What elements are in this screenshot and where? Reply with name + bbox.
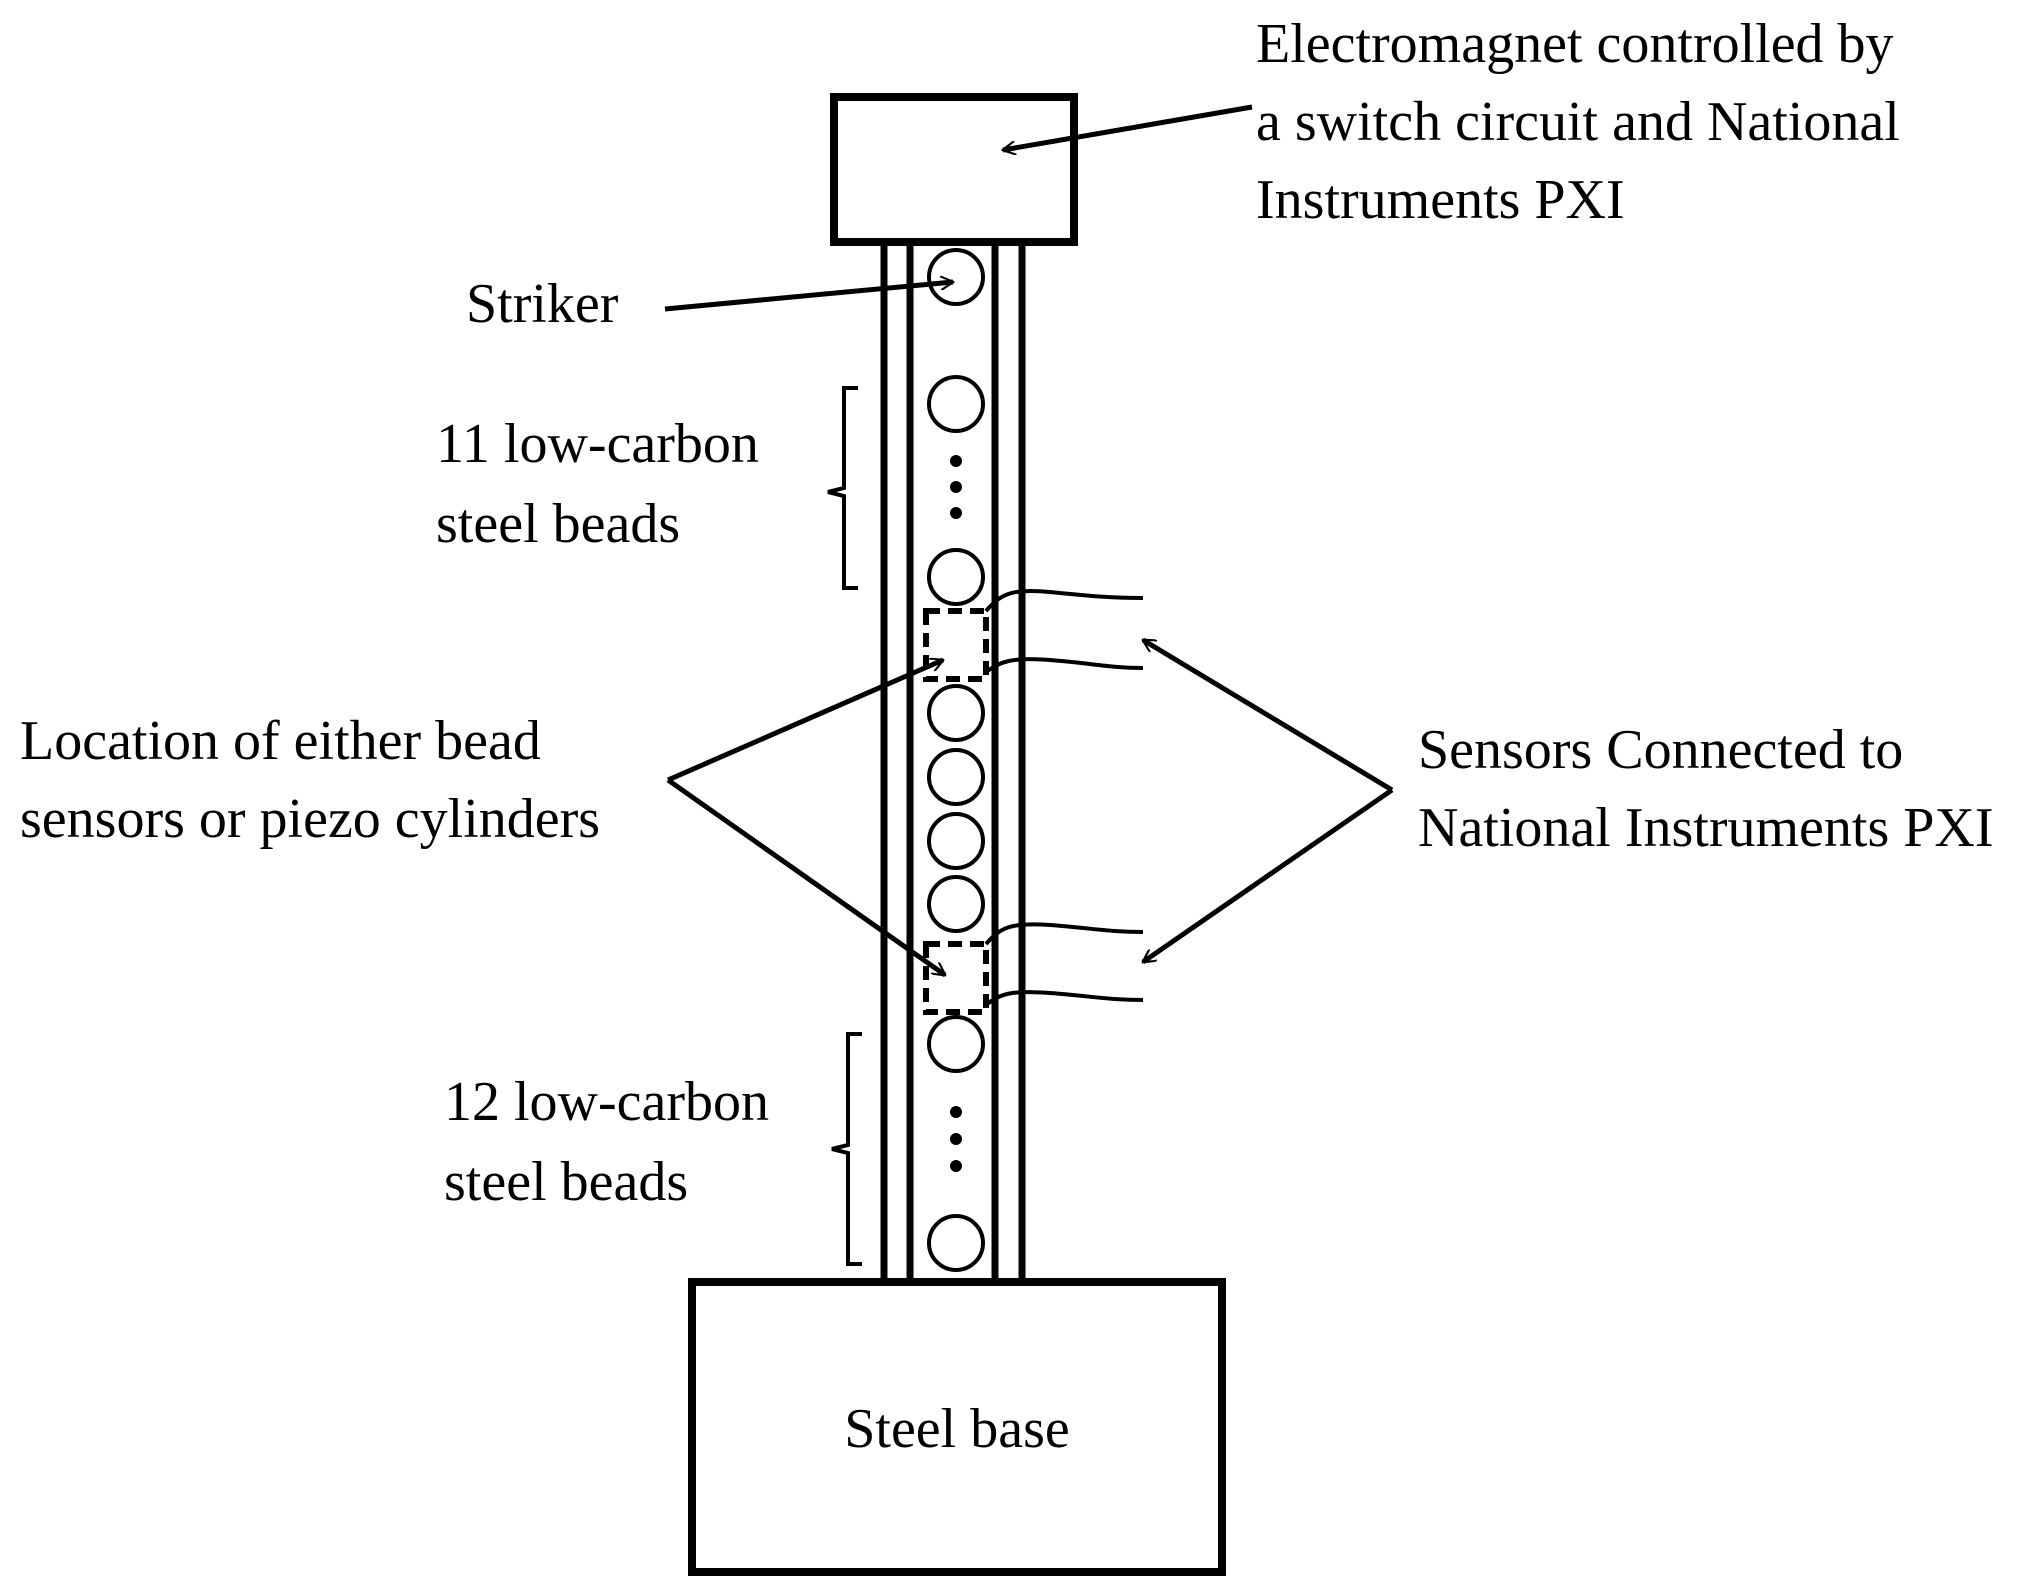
ellipsis-dot	[950, 1106, 962, 1118]
upper-beads-label-line-2: steel beads	[436, 493, 680, 555]
upper-beads-label: 11 low-carbon steel beads	[436, 413, 773, 555]
sensors-connected-arrow-lower	[1143, 787, 1394, 965]
sensor-wires	[984, 588, 1144, 1007]
electromagnet-label: Electromagnet controlled by a switch cir…	[1256, 13, 1914, 231]
electromagnet-label-line-1: Electromagnet controlled by	[1256, 13, 1894, 75]
lower-beads-label-line-2: steel beads	[444, 1151, 688, 1213]
steel-base-box	[688, 1278, 1226, 1576]
upper-bead-group	[927, 375, 985, 606]
ellipsis-dot	[950, 1160, 962, 1172]
lower-bead-brace	[831, 1032, 862, 1266]
annotation-arrows	[664, 104, 1394, 978]
bead	[927, 684, 985, 742]
bead	[927, 812, 985, 870]
bead	[927, 875, 985, 933]
lower-sensor-location	[923, 941, 989, 1015]
electromagnet-arrow	[1003, 104, 1253, 150]
bead	[927, 375, 985, 433]
sensor-location-label-line-2: sensors or piezo cylinders	[20, 788, 600, 850]
sensor-location-arrow-lower	[666, 777, 945, 978]
upper-bead-brace	[827, 386, 858, 590]
sensors-connected-arrow-upper	[1143, 637, 1394, 793]
guide-tube	[880, 244, 1026, 1278]
bead	[927, 748, 985, 806]
ellipsis-dot	[950, 1133, 962, 1145]
striker-bead	[927, 248, 985, 306]
ellipsis-dot	[950, 481, 962, 493]
sensor-location-label: Location of either bead sensors or piezo…	[20, 710, 600, 850]
electromagnet-box	[830, 93, 1078, 246]
upper-beads-label-line-1: 11 low-carbon	[436, 413, 759, 475]
striker-arrow	[664, 282, 953, 312]
upper-sensor-location	[923, 608, 989, 682]
sensor-location-arrow-upper	[667, 660, 943, 783]
lower-bead-group	[927, 1015, 985, 1272]
bead	[927, 1015, 985, 1073]
sensors-connected-label-line-1: Sensors Connected to	[1418, 719, 1903, 781]
sensor-location-label-line-1: Location of either bead	[20, 710, 541, 772]
ellipsis-dot	[950, 455, 962, 467]
bead	[927, 548, 985, 606]
electromagnet-label-line-3: Instruments PXI	[1256, 169, 1625, 231]
steel-base-label: Steel base	[844, 1398, 1069, 1460]
lower-beads-label-line-1: 12 low-carbon	[444, 1071, 769, 1133]
sensors-connected-label-line-2: National Instruments PXI	[1418, 797, 1993, 859]
lower-beads-label: 12 low-carbon steel beads	[444, 1071, 783, 1213]
striker-label: Striker	[466, 273, 619, 335]
middle-bead-group	[927, 684, 985, 933]
ellipsis-dot	[950, 507, 962, 519]
bead	[927, 1214, 985, 1272]
electromagnet-label-line-2: a switch circuit and National	[1256, 91, 1900, 153]
sensors-connected-label: Sensors Connected to National Instrument…	[1418, 719, 1993, 859]
